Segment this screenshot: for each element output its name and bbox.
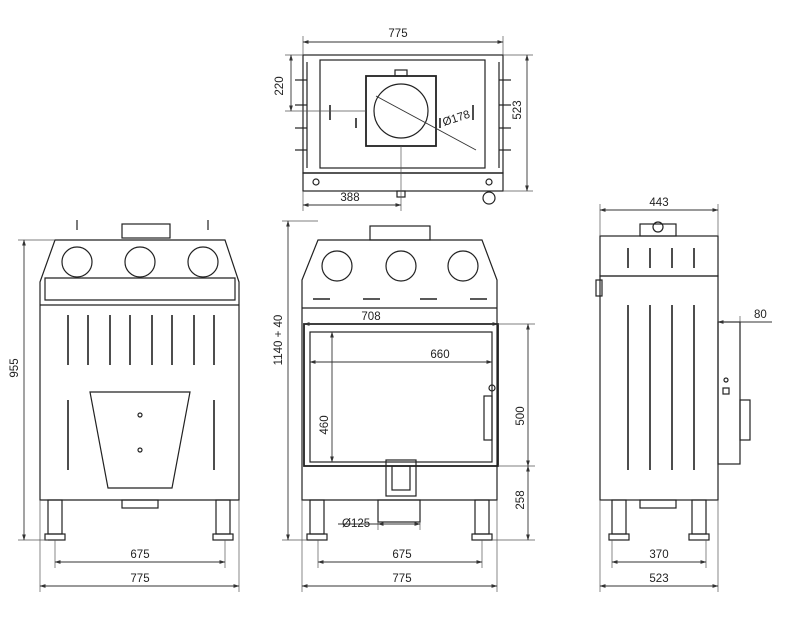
front-view: 1140 + 40 708 660 460 500 258 Ø125 675 7… <box>273 220 535 592</box>
flue-outlet-circle <box>385 250 417 282</box>
top-view-side-slots <box>295 62 511 168</box>
flue-collar-square <box>365 75 437 147</box>
flue-outlet-circle <box>321 250 353 282</box>
rear-view-slots <box>67 315 215 470</box>
air-box <box>89 391 191 489</box>
door-width-label: 708 <box>361 311 380 323</box>
air-inlet-diameter-label: Ø125 <box>342 518 370 530</box>
rear-view: 955 675 775 <box>9 220 240 592</box>
door-height-label: 500 <box>515 406 527 425</box>
top-view: Ø178 775 220 523 388 <box>274 28 533 211</box>
side-view-slots <box>627 248 695 470</box>
base-height-label: 258 <box>515 490 527 509</box>
bolt-icon <box>312 178 320 186</box>
lifting-eye-icon <box>652 221 664 233</box>
flue-outlet-circle <box>447 250 479 282</box>
side-total-width-label: 523 <box>649 573 668 585</box>
fire-door <box>303 323 499 467</box>
top-depth-label: 220 <box>274 76 286 95</box>
side-protrusion-label: 80 <box>754 309 767 321</box>
side-width-label: 443 <box>649 197 668 209</box>
handle-ring-icon <box>482 191 496 205</box>
center-inner-width-label: 675 <box>392 549 411 561</box>
flue-outlet-circle <box>373 83 429 139</box>
side-view: 443 80 370 523 <box>595 197 772 592</box>
flue-diameter-label: Ø178 <box>441 109 471 129</box>
center-total-width-label: 775 <box>392 573 411 585</box>
glass-width-label: 660 <box>430 349 449 361</box>
flue-outlet-circle <box>124 246 156 278</box>
side-inner-width-label: 370 <box>649 549 668 561</box>
top-height-label: 523 <box>512 100 524 119</box>
top-width-label: 775 <box>388 28 407 40</box>
center-height-label: 1140 + 40 <box>273 315 285 366</box>
door-handle <box>483 395 493 441</box>
front-height-label: 955 <box>9 358 21 377</box>
bolt-icon <box>485 178 493 186</box>
glass-height-label: 460 <box>319 415 331 434</box>
front-inner-width-label: 675 <box>130 549 149 561</box>
door-handle <box>739 399 751 441</box>
top-offset-label: 388 <box>340 192 359 204</box>
front-total-width-label: 775 <box>130 573 149 585</box>
flue-outlet-circle <box>187 246 219 278</box>
flue-outlet-circle <box>61 246 93 278</box>
door-glass <box>309 331 493 463</box>
